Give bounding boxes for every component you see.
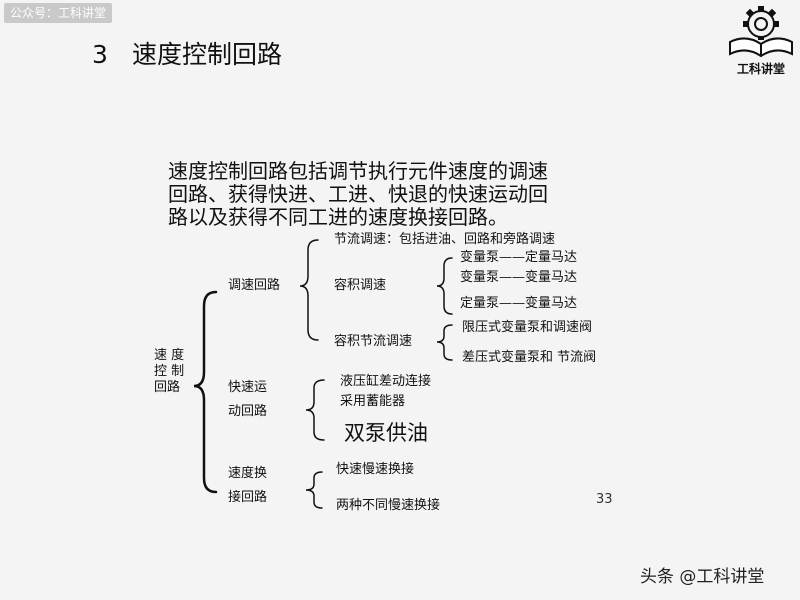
fast-motion-item: 液压缸差动连接 [340, 374, 432, 389]
slide-title: 3 速度控制回路 [92, 38, 282, 72]
intro-line: 路以及获得不同工进的速度换接回路。 [168, 205, 508, 229]
logo: 工科讲堂 [722, 2, 800, 78]
logo-text: 工科讲堂 [736, 62, 785, 76]
fast-motion-item: 双泵供油 [344, 421, 428, 445]
page-number: 33 [596, 492, 613, 507]
watermark-bottom: 头条 @工科讲堂 [640, 567, 765, 587]
root-label-line: 控 制 [154, 364, 185, 379]
fast-motion-label-line: 动回路 [228, 404, 268, 419]
volume-throttle-brace [436, 324, 453, 361]
root-brace [193, 290, 218, 494]
throttle-label: 节流调速：包括进油、回路和旁路调速 [334, 232, 556, 247]
root-label-line: 回路 [154, 380, 181, 395]
intro-line: 回路、获得快进、工进、快退的快速运动回 [168, 182, 548, 206]
fast-motion-item: 采用蓄能器 [340, 394, 406, 409]
gear-book-icon [729, 6, 793, 58]
volume-item: 变量泵——定量马达 [460, 250, 578, 265]
section-number: 3 [92, 40, 108, 69]
speed-reg-brace [299, 239, 319, 341]
watermark-top: 公众号：工科讲堂 [4, 3, 113, 23]
volume-item: 定量泵——变量马达 [460, 296, 578, 311]
volume-item: 变量泵——变量马达 [460, 270, 578, 285]
speed-switch-item: 快速慢速换接 [336, 462, 415, 477]
volume-brace [436, 257, 453, 315]
volume-throttle-item: 限压式变量泵和调速阀 [462, 320, 593, 335]
speed-switch-item: 两种不同慢速换接 [336, 498, 441, 513]
title-text: 速度控制回路 [132, 40, 283, 69]
speed-switch-label-line: 速度换 [228, 466, 268, 481]
speed-reg-label: 调速回路 [228, 278, 281, 293]
root-label-line: 速 度 [154, 348, 185, 363]
volume-throttle-item: 差压式变量泵和 节流阀 [462, 350, 597, 365]
volume-label: 容积调速 [334, 278, 387, 293]
speed-switch-brace [305, 471, 323, 509]
volume-throttle-label: 容积节流调速 [334, 334, 413, 349]
fast-motion-brace [305, 379, 325, 441]
fast-motion-label-line: 快速运 [228, 380, 268, 395]
speed-switch-label-line: 接回路 [228, 490, 268, 505]
intro-line: 速度控制回路包括调节执行元件速度的调速 [168, 159, 548, 183]
intro-paragraph: 速度控制回路包括调节执行元件速度的调速 回路、获得快进、工进、快退的快速运动回 … [168, 160, 648, 229]
